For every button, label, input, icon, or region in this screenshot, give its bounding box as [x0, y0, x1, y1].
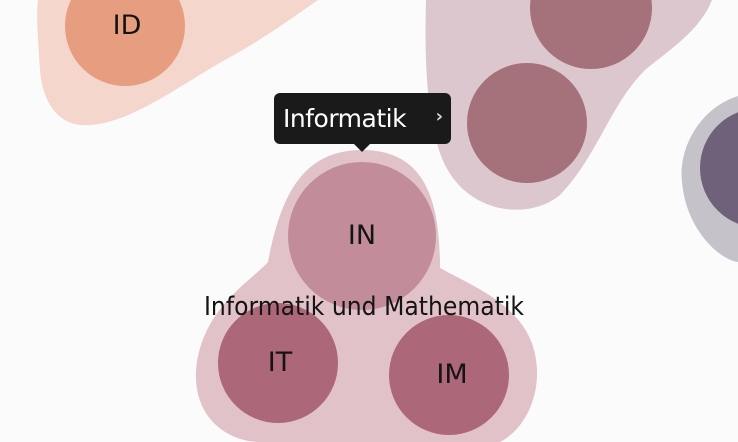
- node-it-label: IT: [268, 347, 293, 378]
- tooltip-informatik[interactable]: Informatik ›: [274, 93, 451, 152]
- node-in[interactable]: [288, 162, 436, 310]
- node-im-label: IM: [436, 359, 467, 390]
- node-id[interactable]: [65, 0, 185, 86]
- chevron-right-icon[interactable]: ›: [435, 106, 443, 127]
- node-in-label: IN: [348, 220, 376, 251]
- group-label: Informatik und Mathematik: [204, 292, 524, 322]
- node-id-label: ID: [113, 10, 142, 41]
- tooltip-title: Informatik: [283, 104, 407, 133]
- node-far-right[interactable]: [700, 108, 738, 228]
- node-top-right-upper[interactable]: [530, 0, 652, 69]
- node-it[interactable]: [218, 303, 338, 423]
- node-top-right-lower[interactable]: [467, 63, 587, 183]
- node-im[interactable]: [389, 315, 509, 435]
